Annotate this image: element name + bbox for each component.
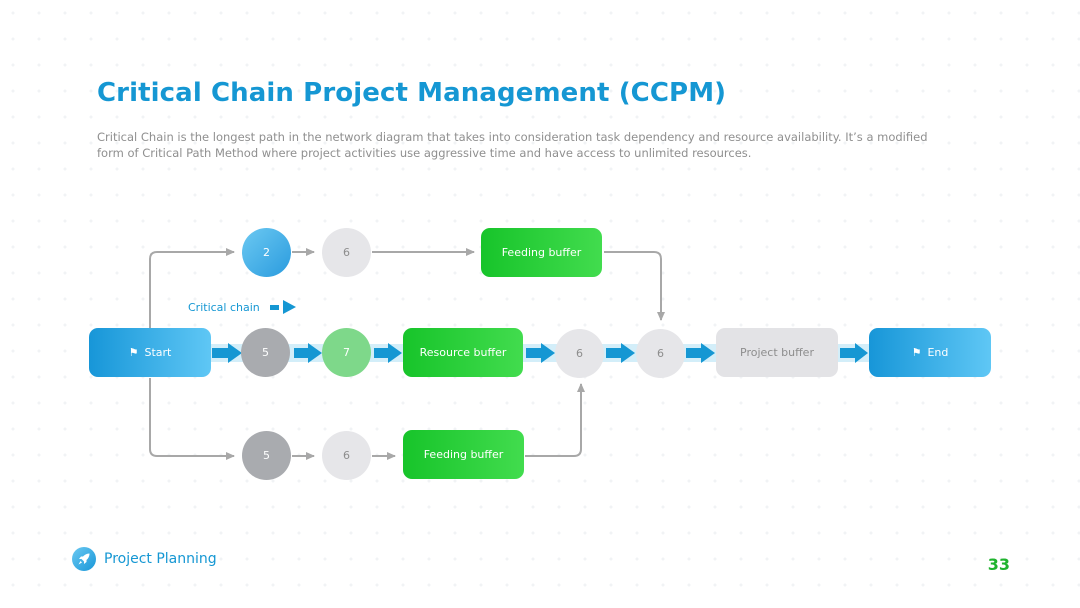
bottom-task-a-node: 5 xyxy=(242,431,291,480)
critical-arrow-5 xyxy=(606,343,635,363)
critical-chain-arrow-icon xyxy=(269,300,296,314)
critical-chain-arrows xyxy=(212,343,868,363)
critical-arrow-3 xyxy=(374,343,402,363)
top-task-a-node: 2 xyxy=(242,228,291,277)
rocket-icon xyxy=(72,547,96,571)
legend-label: Critical chain xyxy=(188,300,260,314)
resource-buffer: Resource buffer xyxy=(403,328,523,377)
top-branch-connector xyxy=(149,248,235,330)
critical-arrow-7 xyxy=(840,343,868,363)
page-number: 33 xyxy=(987,555,1010,574)
middle-task-d-node: 6 xyxy=(636,329,685,378)
start-label: Start xyxy=(144,346,172,359)
bottom-merge-connector xyxy=(525,383,585,457)
end-label: End xyxy=(927,346,949,359)
middle-task-a-node: 5 xyxy=(241,328,290,377)
start-node: ⚑ Start xyxy=(89,328,211,377)
critical-arrow-2 xyxy=(294,343,322,363)
top-merge-connector xyxy=(604,251,665,321)
bottom-task-b-node: 6 xyxy=(322,431,371,480)
critical-arrow-6 xyxy=(686,343,715,363)
slide-title: Critical Chain Project Management (CCPM) xyxy=(97,78,727,108)
critical-arrow-1 xyxy=(212,343,242,363)
flag-icon: ⚑ xyxy=(128,346,139,359)
slide-description: Critical Chain is the longest path in th… xyxy=(97,130,928,160)
bottom-branch-connector xyxy=(149,378,235,460)
end-node: ⚑ End xyxy=(869,328,991,377)
critical-chain-legend: Critical chain xyxy=(188,300,296,314)
top-feeding-buffer: Feeding buffer xyxy=(481,228,602,277)
project-buffer: Project buffer xyxy=(716,328,838,377)
middle-task-c-node: 6 xyxy=(555,329,604,378)
critical-arrow-4 xyxy=(526,343,555,363)
footer: Project Planning xyxy=(72,547,217,571)
middle-task-b-node: 7 xyxy=(322,328,371,377)
branch-connectors xyxy=(149,248,665,460)
flag-icon: ⚑ xyxy=(911,346,922,359)
bottom-feeding-buffer: Feeding buffer xyxy=(403,430,524,479)
footer-label: Project Planning xyxy=(104,551,217,567)
top-task-b-node: 6 xyxy=(322,228,371,277)
